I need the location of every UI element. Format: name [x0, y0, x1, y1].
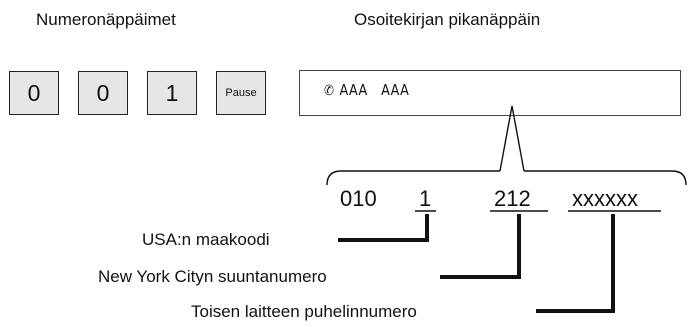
number-bracket [326, 170, 687, 186]
country-code-leader [338, 214, 429, 242]
remote-number: xxxxxx [572, 186, 638, 211]
address-book-key-heading: Osoitekirjan pikanäppäin [354, 10, 541, 29]
remote-number-leader [536, 214, 615, 313]
remote-number-caption: Toisen laitteen puhelinnumero [191, 302, 417, 321]
key-0-first[interactable]: 0 [9, 71, 59, 115]
numeric-keys-heading: Numeronäppäimet [36, 10, 176, 29]
country-code-number: 1 [419, 186, 432, 211]
prefix-number: 010 [340, 186, 377, 211]
area-code-caption: New York Cityn suuntanumero [98, 267, 327, 286]
address-book-quick-key[interactable]: ✆AAA AAA [299, 70, 681, 116]
country-code-caption: USA:n maakoodi [142, 230, 270, 249]
address-book-entry-text: AAA AAA [339, 81, 410, 99]
address-book-entry[interactable]: ✆AAA AAA [324, 81, 409, 99]
phone-icon: ✆ [324, 83, 335, 99]
area-code-number: 212 [494, 186, 531, 211]
key-0-second[interactable]: 0 [78, 71, 128, 115]
area-code-leader [440, 214, 521, 279]
pause-key[interactable]: Pause [216, 71, 266, 115]
key-1[interactable]: 1 [147, 71, 197, 115]
